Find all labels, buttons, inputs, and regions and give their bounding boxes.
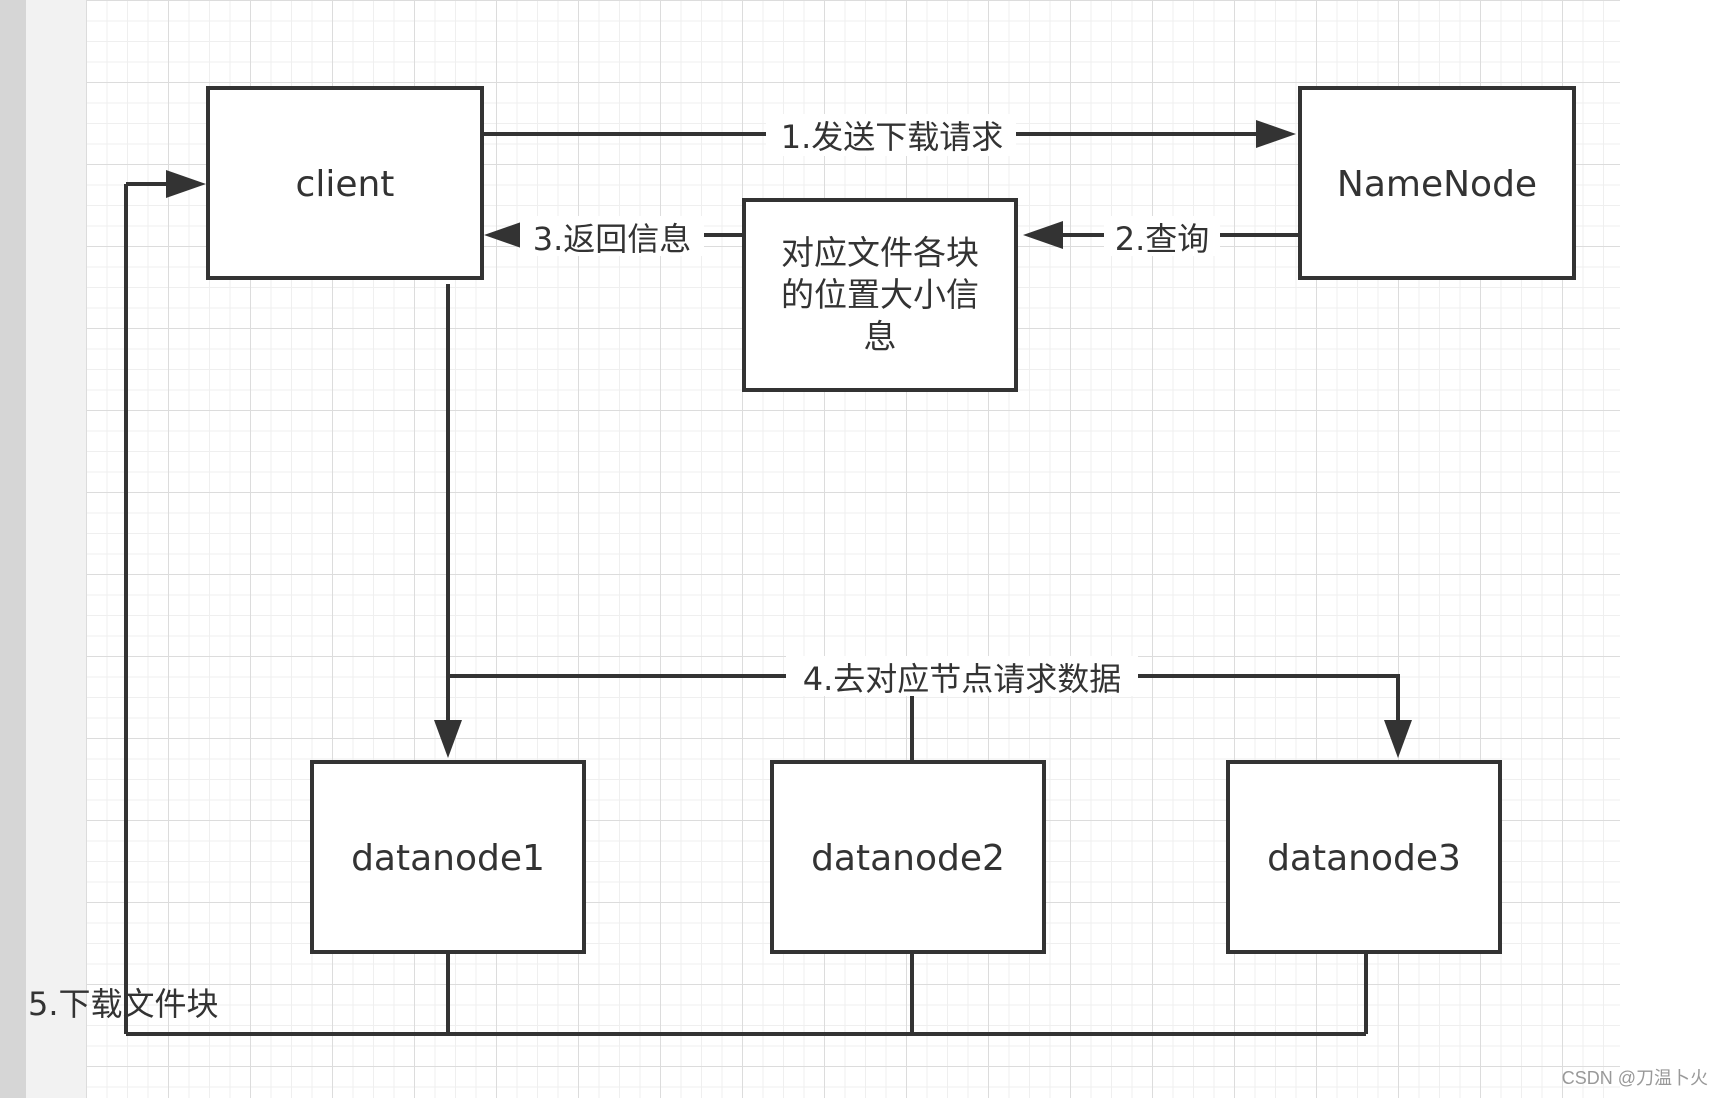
edge-label-download-blocks: 5.下载文件块 xyxy=(28,985,219,1023)
datanode1-label: datanode1 xyxy=(351,838,545,879)
block-info-label-line3: 息 xyxy=(864,317,897,356)
datanode3-node[interactable]: datanode3 xyxy=(1226,760,1502,954)
edge-label-bg-1 xyxy=(766,114,1016,156)
edge-label-bg-2 xyxy=(1104,216,1220,256)
block-info-label-line1: 对应文件各块 xyxy=(781,233,979,272)
edge-label-return-info: 3.返回信息 xyxy=(533,220,692,258)
edge-download-blocks[interactable] xyxy=(124,170,1368,1036)
editor-left-gutter xyxy=(26,0,86,1098)
datanode1-node[interactable]: datanode1 xyxy=(310,760,586,954)
edge-label-query: 2.查询 xyxy=(1115,220,1210,258)
edge-label-request-data: 4.去对应节点请求数据 xyxy=(803,660,1122,698)
edge-label-send-request: 1.发送下载请求 xyxy=(781,118,1004,156)
datanode2-label: datanode2 xyxy=(811,838,1005,879)
block-info-label-line2: 的位置大小信 xyxy=(781,275,979,314)
client-node[interactable]: client xyxy=(206,86,484,280)
datanode2-node[interactable]: datanode2 xyxy=(770,760,1046,954)
editor-left-strip xyxy=(0,0,26,1098)
client-label: client xyxy=(296,164,395,205)
datanode3-label: datanode3 xyxy=(1267,838,1461,879)
namenode-node[interactable]: NameNode xyxy=(1298,86,1576,280)
block-info-node[interactable]: 对应文件各块 的位置大小信 息 xyxy=(742,198,1018,392)
namenode-label: NameNode xyxy=(1337,164,1537,205)
csdn-watermark: CSDN @刀温卜火 xyxy=(1561,1068,1708,1088)
edge-label-bg-4 xyxy=(786,656,1138,696)
edge-label-bg-3 xyxy=(520,216,704,256)
